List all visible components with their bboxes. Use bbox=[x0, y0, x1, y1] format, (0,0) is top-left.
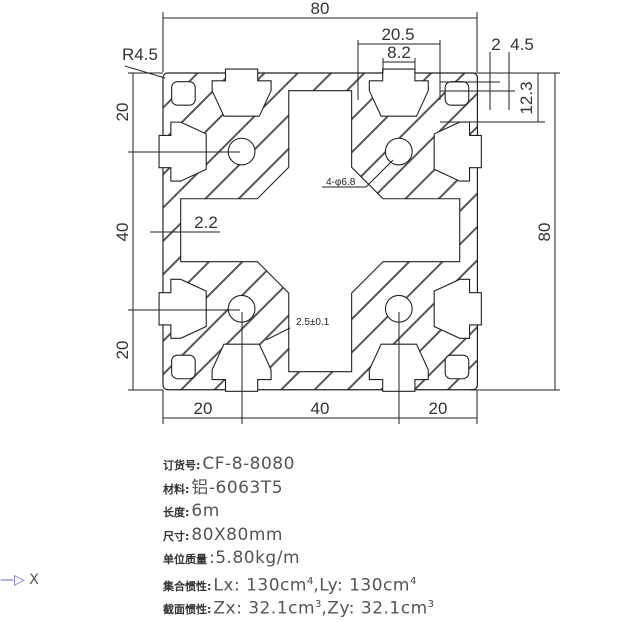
spec-value: :5.80kg/m bbox=[209, 548, 301, 568]
dim-web: 2.5±0.1 bbox=[296, 317, 330, 328]
spec-value: CF-8-8080 bbox=[202, 454, 295, 474]
dim-left-top: 20 bbox=[113, 103, 132, 122]
dim-bottom-left: 20 bbox=[194, 399, 213, 418]
spec-value-2: ,Zy: 32.1cm bbox=[321, 598, 428, 619]
axis-indicator: —▷ X bbox=[0, 572, 39, 588]
spec-exponent: 3 bbox=[427, 599, 435, 610]
spec-value-2: ,Ly: 130cm bbox=[313, 574, 410, 595]
spec-value: 铝-6063T5 bbox=[191, 477, 284, 498]
spec-section-modulus: 截面惯性:Zx: 32.1cm3,Zy: 32.1cm3 bbox=[163, 593, 435, 619]
spec-exponent: 3 bbox=[315, 599, 322, 610]
dim-overall-height: 80 bbox=[535, 223, 554, 242]
spec-label: 订货号: bbox=[163, 459, 201, 472]
dimension-labels: 80 20.5 8.2 2 4.5 12.3 R4.5 20 40 20 80 … bbox=[113, 0, 554, 418]
dim-wall: 2.2 bbox=[194, 213, 218, 232]
central-void bbox=[180, 90, 461, 373]
spec-label: 尺寸: bbox=[163, 529, 190, 543]
spec-exponent: 4 bbox=[409, 575, 417, 587]
dim-bottom-right: 20 bbox=[429, 399, 448, 418]
spec-value: Lx: 130cm bbox=[213, 574, 307, 595]
hole bbox=[384, 137, 413, 166]
dim-bottom-middle: 40 bbox=[311, 399, 330, 418]
dimension-lines bbox=[124, 12, 560, 424]
dim-slot-depth: 12.3 bbox=[517, 81, 536, 114]
spec-material: 材料:铝-6063T5 bbox=[163, 476, 434, 500]
spec-value: 6m bbox=[191, 501, 220, 521]
spec-label: 长度: bbox=[163, 506, 190, 519]
spec-value: Zx: 32.1cm bbox=[213, 598, 316, 619]
dim-slot-opening: 8.2 bbox=[387, 43, 411, 62]
spec-unit-mass: 单位质量:5.80kg/m bbox=[163, 546, 434, 570]
dim-overall-width: 80 bbox=[311, 0, 330, 18]
dim-left-middle: 40 bbox=[113, 223, 132, 242]
profile-drawing: 80 20.5 8.2 2 4.5 12.3 R4.5 20 40 20 80 … bbox=[113, 0, 560, 424]
spec-list: 订货号:CF-8-8080 材料:铝-6063T5 长度:6m 尺寸:80X80… bbox=[163, 452, 435, 619]
dim-slot-span: 20.5 bbox=[381, 25, 414, 44]
spec-exponent: 4 bbox=[306, 575, 314, 587]
axis-label: X bbox=[29, 572, 39, 588]
spec-order-no: 订货号:CF-8-8080 bbox=[163, 452, 434, 476]
spec-label: 截面惯性: bbox=[163, 603, 212, 617]
spec-value: 80X80mm bbox=[191, 524, 283, 545]
dim-lip-depth: 4.5 bbox=[510, 35, 534, 54]
dim-left-bottom: 20 bbox=[113, 341, 132, 360]
aluminum-profile-section bbox=[158, 68, 482, 392]
axis-arrow-icon: —▷ bbox=[0, 572, 25, 588]
spec-label: 单位质量 bbox=[163, 553, 207, 566]
spec-length: 长度:6m bbox=[163, 499, 434, 523]
spec-size: 尺寸:80X80mm bbox=[163, 523, 434, 547]
dim-hole-note: 4-φ6.8 bbox=[326, 177, 356, 188]
spec-moment-of-inertia: 集合惯性:Lx: 130cm4,Ly: 130cm4 bbox=[163, 570, 434, 595]
spec-label: 材料: bbox=[163, 482, 190, 496]
dim-lip-thickness: 2 bbox=[491, 35, 500, 54]
spec-label: 集合惯性: bbox=[163, 579, 212, 593]
dim-corner-radius: R4.5 bbox=[122, 45, 158, 64]
